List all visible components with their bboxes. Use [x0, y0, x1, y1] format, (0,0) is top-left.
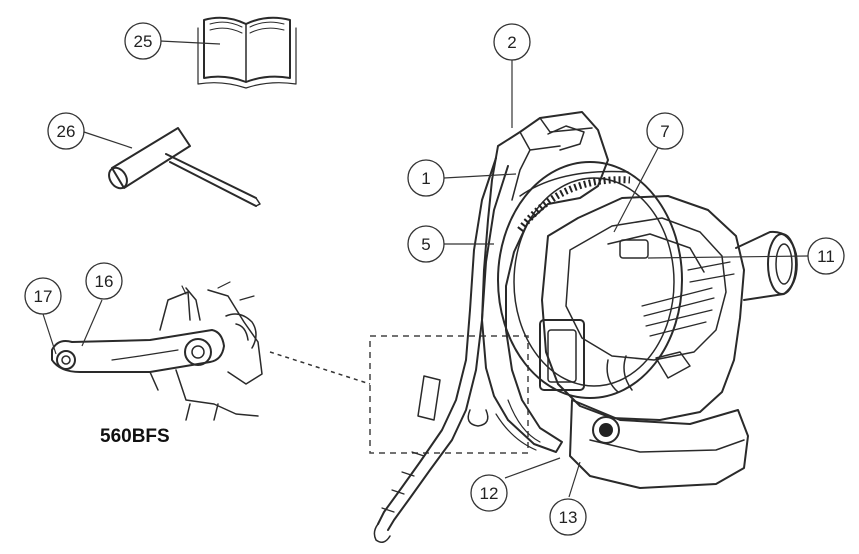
callout-7: 7 [646, 112, 684, 150]
callout-25: 25 [124, 22, 162, 60]
manual-illustration [197, 16, 297, 89]
callout-2: 2 [493, 23, 531, 61]
leader-lines [42, 40, 809, 498]
callout-17: 17 [24, 277, 62, 315]
callout-number: 26 [57, 122, 76, 141]
model-label: 560BFS [100, 426, 170, 447]
callout-number: 1 [421, 169, 430, 188]
callout-number: 12 [480, 484, 499, 503]
callout-number: 5 [421, 235, 430, 254]
detail-box [369, 335, 529, 454]
callout-number: 2 [507, 33, 516, 52]
callout-26: 26 [47, 112, 85, 150]
blower-illustration [373, 111, 798, 543]
callout-number: 16 [95, 272, 114, 291]
callout-number: 17 [34, 287, 53, 306]
callout-number: 11 [817, 247, 835, 266]
callout-5: 5 [407, 225, 445, 263]
t-wrench-illustration [108, 127, 261, 207]
callout-11: 11 [807, 237, 845, 275]
callout-number: 13 [559, 508, 578, 527]
callout-13: 13 [549, 498, 587, 536]
callout-number: 7 [660, 122, 669, 141]
callout-12: 12 [470, 474, 508, 512]
callout-number: 25 [134, 32, 153, 51]
callout-1: 1 [407, 159, 445, 197]
throttle-lever-illustration [51, 281, 263, 421]
callout-16: 16 [85, 262, 123, 300]
detail-link-line [269, 351, 371, 385]
